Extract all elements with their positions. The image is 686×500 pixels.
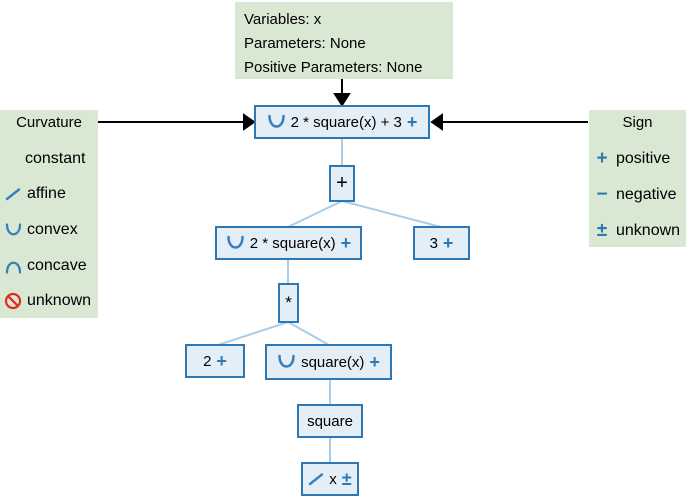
curvature-legend: Curvature constant affine convex concave bbox=[0, 110, 98, 318]
plus-icon: + bbox=[216, 351, 227, 371]
positive-parameters-line: Positive Parameters: None bbox=[244, 59, 423, 76]
sign-arrow-head bbox=[430, 113, 443, 131]
legend-item-label: negative bbox=[616, 186, 677, 203]
legend-item-label: convex bbox=[27, 221, 78, 238]
tree-node-square-function[interactable]: square bbox=[297, 404, 363, 438]
legend-item-label: affine bbox=[27, 185, 66, 202]
curvature-legend-title: Curvature bbox=[16, 114, 82, 131]
legend-item-convex: convex bbox=[4, 219, 78, 241]
convex-icon bbox=[267, 114, 286, 131]
tree-node-plus-operator[interactable]: + bbox=[329, 165, 355, 202]
info-arrow-head bbox=[333, 93, 351, 107]
legend-item-unknown-sign: ± unknown bbox=[593, 220, 680, 242]
node-label: + bbox=[336, 172, 348, 194]
node-label: square bbox=[307, 412, 353, 430]
plus-icon: + bbox=[442, 233, 454, 253]
plus-icon: + bbox=[406, 112, 418, 132]
plus-minus-icon: ± bbox=[596, 220, 608, 241]
affine-icon bbox=[308, 472, 324, 486]
legend-item-unknown-curvature: unknown bbox=[4, 290, 91, 312]
concave-icon bbox=[4, 259, 22, 274]
tree-node-variable-x[interactable]: x ± bbox=[301, 462, 359, 496]
plus-icon: + bbox=[340, 233, 352, 253]
node-label: 2 * square(x) + 3 bbox=[290, 113, 402, 131]
tree-node-times-operator[interactable]: * bbox=[278, 283, 299, 323]
legend-item-label: unknown bbox=[616, 222, 681, 239]
legend-item-label: unknown bbox=[27, 292, 92, 309]
tree-node-square-x[interactable]: square(x) + bbox=[265, 344, 392, 380]
minus-icon: − bbox=[596, 184, 608, 205]
legend-item-label: positive bbox=[616, 150, 671, 167]
tree-node-root[interactable]: 2 * square(x) + 3 + bbox=[254, 105, 430, 139]
node-label: 3 bbox=[429, 234, 438, 252]
node-label: square(x) bbox=[301, 353, 365, 371]
affine-icon bbox=[4, 187, 22, 201]
convex-icon bbox=[4, 222, 22, 238]
plus-icon: + bbox=[596, 148, 608, 169]
node-label: * bbox=[285, 293, 292, 312]
variables-line: Variables: x bbox=[244, 11, 322, 28]
tree-node-constant-3[interactable]: 3 + bbox=[413, 226, 470, 260]
curvature-arrow-head bbox=[243, 113, 256, 131]
tree-node-2-times-square-x[interactable]: 2 * square(x) + bbox=[215, 226, 362, 260]
convex-icon bbox=[226, 235, 245, 252]
problem-info-box: Variables: x Parameters: None Positive P… bbox=[235, 2, 453, 79]
node-label: 2 bbox=[203, 352, 212, 370]
sign-legend: Sign + positive − negative ± unknown bbox=[589, 110, 686, 247]
legend-item-positive: + positive bbox=[593, 148, 670, 170]
plus-icon: + bbox=[369, 352, 380, 372]
unknown-curvature-icon bbox=[4, 292, 22, 310]
node-label: 2 * square(x) bbox=[249, 234, 336, 252]
node-label: x bbox=[329, 470, 337, 488]
legend-item-constant: constant bbox=[4, 148, 85, 170]
parameters-line: Parameters: None bbox=[244, 35, 366, 52]
sign-legend-title: Sign bbox=[622, 114, 653, 131]
tree-node-constant-2[interactable]: 2 + bbox=[185, 344, 245, 378]
legend-item-concave: concave bbox=[4, 255, 87, 277]
legend-item-affine: affine bbox=[4, 183, 66, 205]
legend-item-label: constant bbox=[25, 150, 86, 167]
plus-minus-icon: ± bbox=[341, 469, 352, 489]
convex-icon bbox=[277, 354, 296, 371]
legend-item-negative: − negative bbox=[593, 184, 677, 206]
legend-item-label: concave bbox=[27, 257, 87, 274]
